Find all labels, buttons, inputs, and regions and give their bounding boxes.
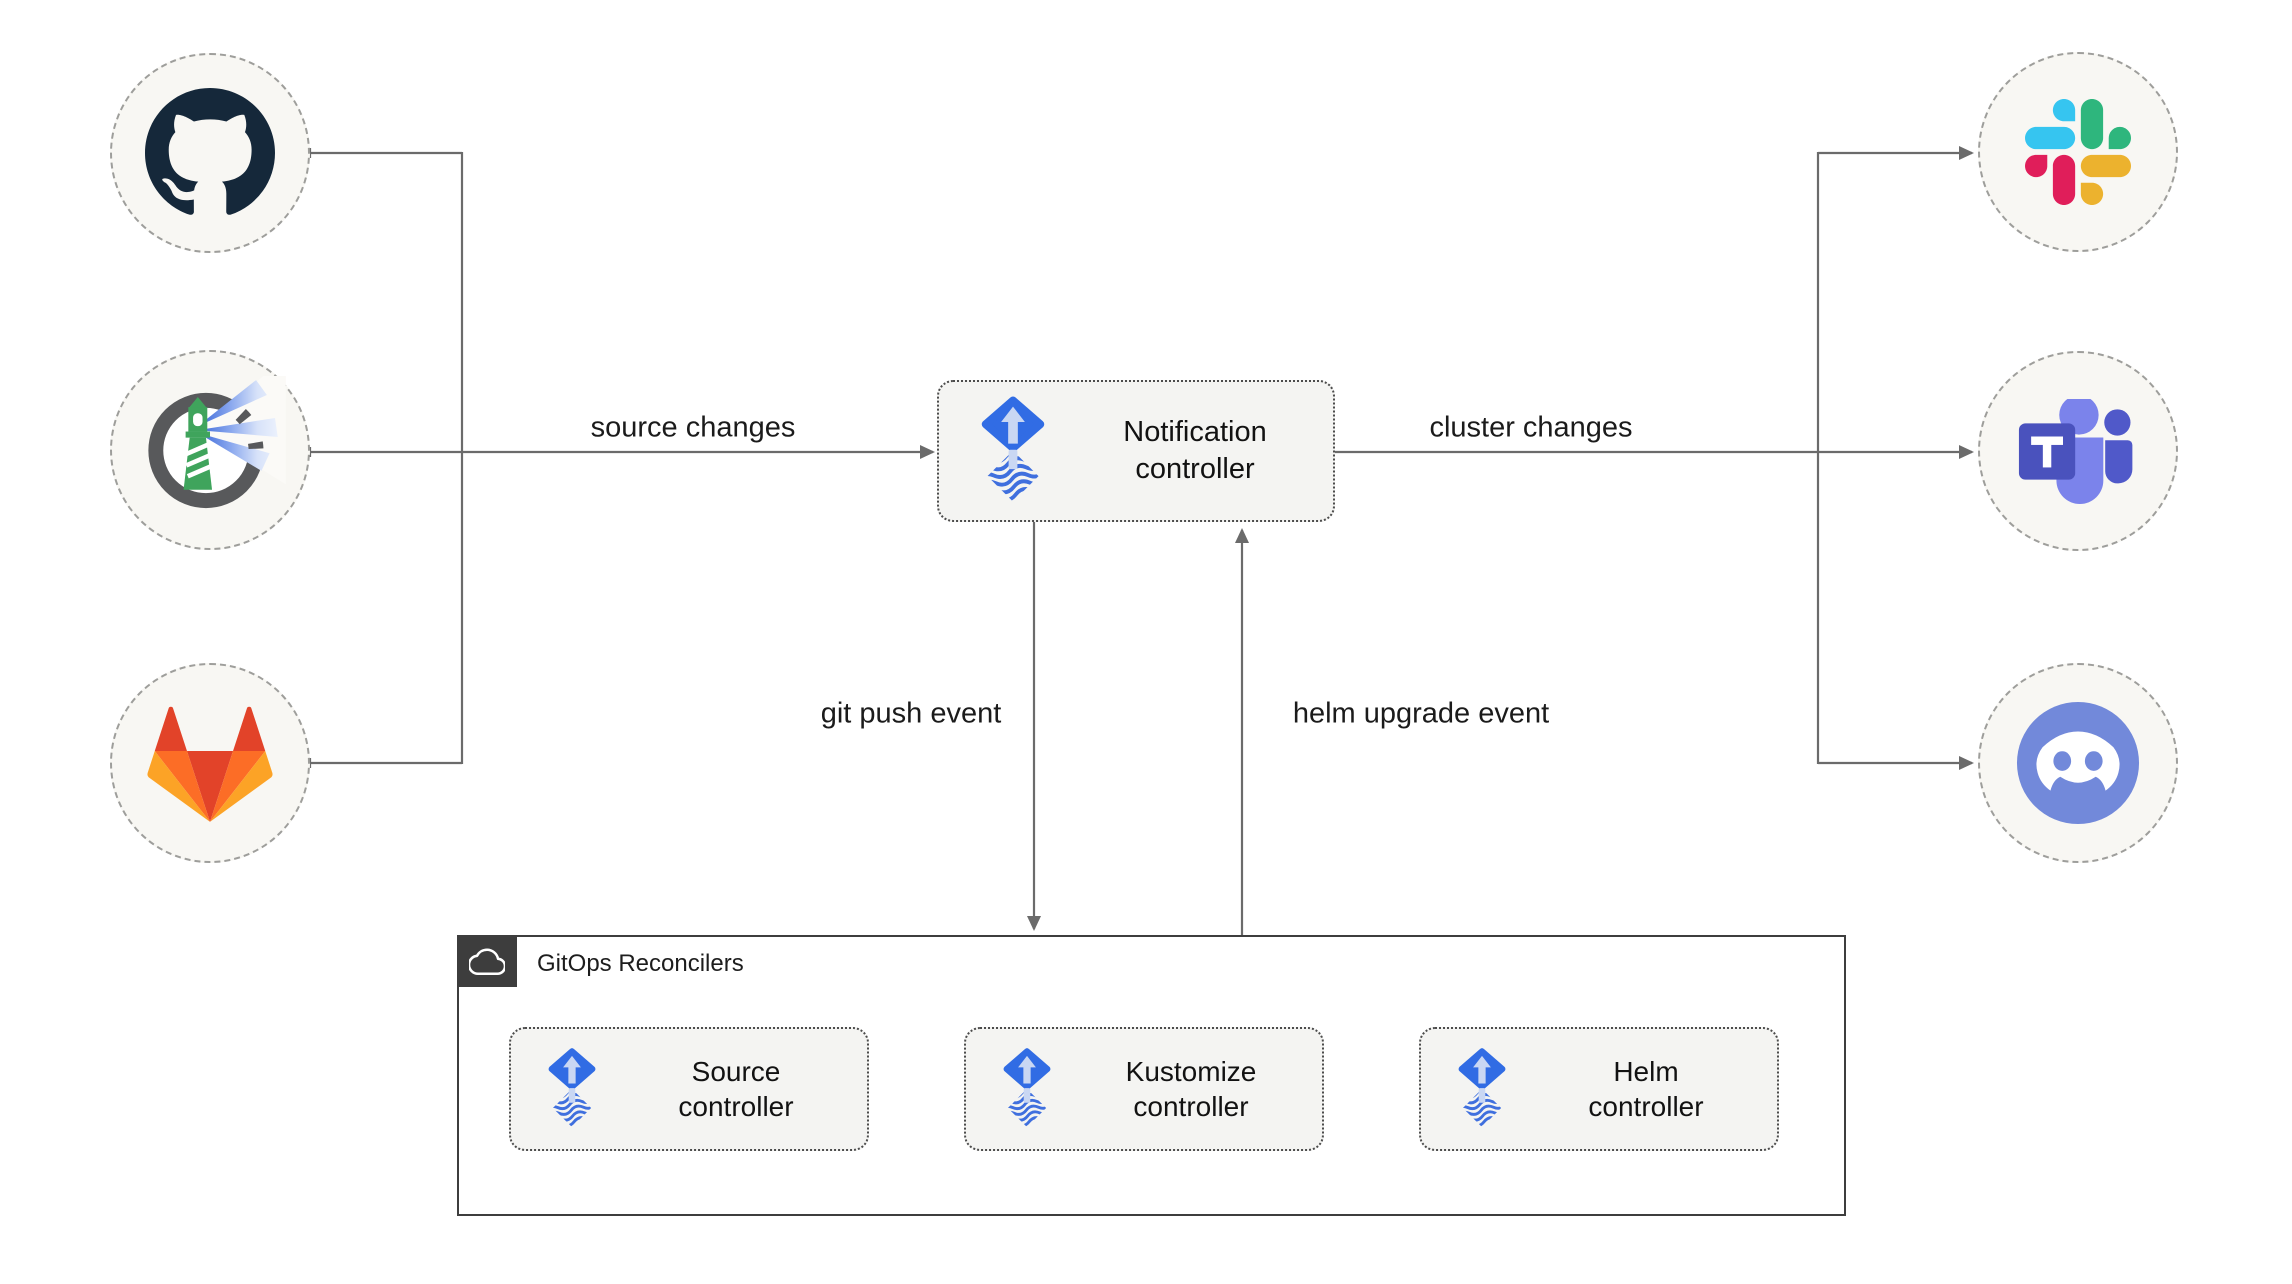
node-harbor: [110, 350, 310, 550]
cloud-icon: [469, 946, 505, 976]
notification-controller-label: Notification controller: [1123, 416, 1267, 485]
kustomize-controller-label: Kustomize controller: [1125, 1056, 1257, 1122]
node-source-controller: Source controller: [509, 1027, 869, 1151]
node-kustomize-controller: Kustomize controller: [964, 1027, 1324, 1151]
reconcilers-group-label: GitOps Reconcilers: [537, 950, 744, 977]
node-discord: [1978, 663, 2178, 863]
microsoft-teams-icon: [2017, 399, 2139, 504]
flux-icon: [994, 1047, 1060, 1132]
flux-icon: [539, 1047, 605, 1132]
edge-label-git-push-event: git push event: [820, 697, 1002, 730]
source-controller-label: Source controller: [678, 1056, 794, 1122]
node-gitlab: [110, 663, 310, 863]
edge-label-source-changes: source changes: [590, 411, 796, 444]
harbor-lighthouse-icon: [134, 376, 286, 525]
node-github: [110, 53, 310, 253]
flux-icon: [1449, 1047, 1515, 1132]
node-teams: [1978, 351, 2178, 551]
discord-icon: [2015, 700, 2141, 826]
helm-controller-label: Helm controller: [1588, 1056, 1704, 1122]
node-slack: [1978, 52, 2178, 252]
gitlab-icon: [135, 688, 285, 838]
flux-icon: [969, 395, 1057, 508]
node-notification-controller: Notification controller: [937, 380, 1335, 522]
slack-icon: [2025, 99, 2131, 205]
edge-label-cluster-changes: cluster changes: [1429, 411, 1633, 444]
github-icon: [145, 88, 275, 218]
node-helm-controller: Helm controller: [1419, 1027, 1779, 1151]
edge-label-helm-upgrade-event: helm upgrade event: [1292, 697, 1550, 730]
reconcilers-badge: [457, 935, 517, 987]
